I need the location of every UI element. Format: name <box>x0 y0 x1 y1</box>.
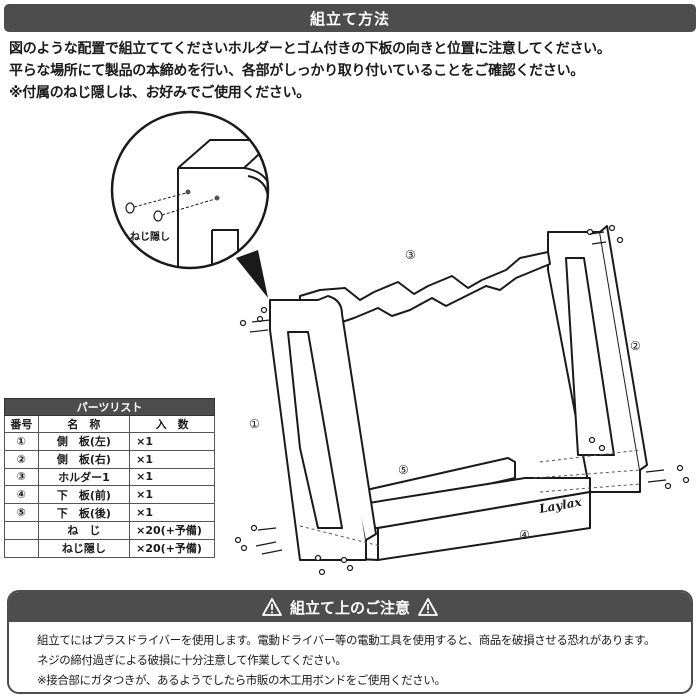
table-row: ねじ隠し ×20(+予備) <box>4 538 215 558</box>
row-number: ③ <box>4 467 39 487</box>
row-qty: ×20(+予備) <box>129 538 215 558</box>
row-name: 側 板(右) <box>37 449 131 469</box>
side-panel-left <box>269 295 377 561</box>
row-name: 側 板(左) <box>37 432 131 451</box>
intro-line-2: 平らな場所にて製品の本締めを行い、各部がしっかり取り付いていることをご確認くださ… <box>9 63 584 79</box>
caution-line-1: 組立てにはプラスドライバーを使用します。電動ドライバー等の電動工具を使用すると、… <box>37 633 656 647</box>
row-name: ホルダー1 <box>37 467 131 487</box>
row-number: ② <box>4 449 39 469</box>
part-label-5: ⑤ <box>398 463 409 477</box>
row-number: ① <box>4 432 39 451</box>
guide-lines <box>299 449 641 547</box>
page-title: 組立て方法 <box>309 9 390 28</box>
col-header-number: 番号 <box>4 415 39 433</box>
row-name: ね じ <box>37 520 131 540</box>
row-number: ⑤ <box>4 503 39 522</box>
caution-line-2: ネジの締付過ぎによる破損に十分注意して作業してください。 <box>37 653 347 667</box>
caution-header: 組立て上のご注意 <box>9 592 691 622</box>
table-row: ③ ホルダー1 ×1 <box>4 467 215 487</box>
row-number <box>4 520 39 540</box>
parts-list-title: パーツリスト <box>4 398 215 416</box>
table-row: ⑤ 下 板(後) ×1 <box>4 503 215 522</box>
col-header-name: 名 称 <box>37 415 131 433</box>
table-row: ② 側 板(右) ×1 <box>4 449 215 469</box>
caution-body: 組立てにはプラスドライバーを使用します。電動ドライバー等の電動工具を使用すると、… <box>9 622 691 690</box>
intro-line-1: 図のような配置で組立ててくださいホルダーとゴム付きの下板の向きと位置に注意してく… <box>9 41 611 57</box>
caution-box: 組立て上のご注意 組立てにはプラスドライバーを使用します。電動ドライバー等の電動… <box>7 590 693 694</box>
col-header-qty: 入 数 <box>129 415 215 433</box>
screw-cover-callout: ねじ隠し <box>110 110 270 270</box>
callout-pointer <box>236 250 268 298</box>
row-qty: ×1 <box>129 467 215 487</box>
caution-title: 組立て上のご注意 <box>289 598 410 617</box>
row-qty: ×1 <box>129 432 215 451</box>
row-number: ④ <box>4 485 39 505</box>
row-name: ねじ隠し <box>37 538 131 558</box>
part-label-4: ④ <box>519 528 530 542</box>
warning-triangle-icon <box>418 598 438 616</box>
table-row: ① 側 板(左) ×1 <box>4 432 215 451</box>
side-panel-right <box>547 225 648 493</box>
header-bar: 組立て方法 <box>4 4 696 32</box>
row-number <box>4 538 39 558</box>
row-qty: ×1 <box>129 503 215 522</box>
callout-label: ねじ隠し <box>130 230 170 243</box>
intro-text: 図のような配置で組立ててくださいホルダーとゴム付きの下板の向きと位置に注意してく… <box>9 38 699 104</box>
row-qty: ×1 <box>129 449 215 469</box>
intro-line-3: ※付属のねじ隠しは、お好みでご使用ください。 <box>9 85 311 101</box>
parts-list-table: パーツリスト 番号 名 称 入 数 ① 側 板(左) ×1 ② 側 板(右) ×… <box>4 398 215 558</box>
row-qty: ×20(+予備) <box>129 520 215 540</box>
part-label-3: ③ <box>405 248 416 262</box>
holder-bar <box>299 251 551 325</box>
part-label-2: ② <box>630 339 641 353</box>
row-name: 下 板(後) <box>37 503 131 522</box>
table-row: ④ 下 板(前) ×1 <box>4 485 215 505</box>
row-qty: ×1 <box>129 485 215 505</box>
warning-triangle-icon <box>262 598 282 616</box>
part-label-1: ① <box>249 417 260 431</box>
table-row: ね じ ×20(+予備) <box>4 520 215 540</box>
row-name: 下 板(前) <box>37 485 131 505</box>
caution-line-3: ※接合部にガタつきが、あるようでしたら市販の木工用ボンドをご使用ください。 <box>37 673 446 687</box>
screws <box>234 224 690 576</box>
part-labels: ③ ② ① ⑤ ④ <box>249 248 641 542</box>
